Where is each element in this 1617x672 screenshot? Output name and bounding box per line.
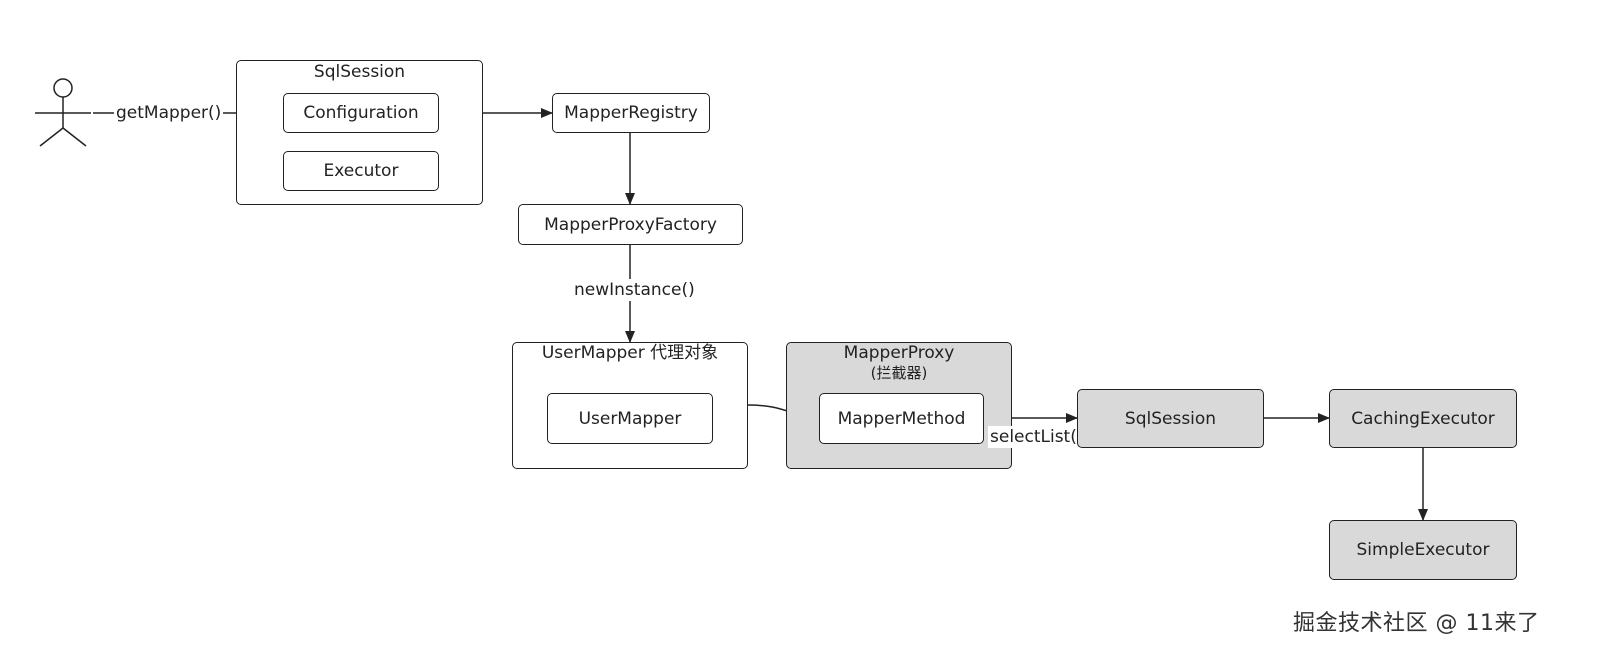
watermark-text: 掘金技术社区 @ 11来了 <box>1293 611 1540 636</box>
mapper-registry-node: MapperRegistry <box>552 93 710 133</box>
usermapper-node: UserMapper <box>547 393 713 444</box>
caching-executor-node: CachingExecutor <box>1329 389 1517 448</box>
getmapper-label: getMapper() <box>114 102 224 124</box>
mapperproxy-title: MapperProxy <box>843 343 955 363</box>
sqlsession-node: SqlSession <box>1077 389 1264 448</box>
executor-node: Executor <box>283 151 439 191</box>
mapperproxy-subtitle: (拦截器) <box>870 364 928 382</box>
actor-icon <box>35 78 91 147</box>
select-list-label: selectList() <box>988 426 1086 448</box>
sqlsession-group-title: SqlSession <box>313 62 406 82</box>
usermapper-proxy-title: UserMapper 代理对象 <box>541 343 719 363</box>
mapper-method-node: MapperMethod <box>819 393 984 444</box>
mapper-proxy-factory-node: MapperProxyFactory <box>518 204 743 245</box>
simple-executor-node: SimpleExecutor <box>1329 520 1517 580</box>
new-instance-label: newInstance() <box>572 279 697 301</box>
configuration-node: Configuration <box>283 93 439 133</box>
